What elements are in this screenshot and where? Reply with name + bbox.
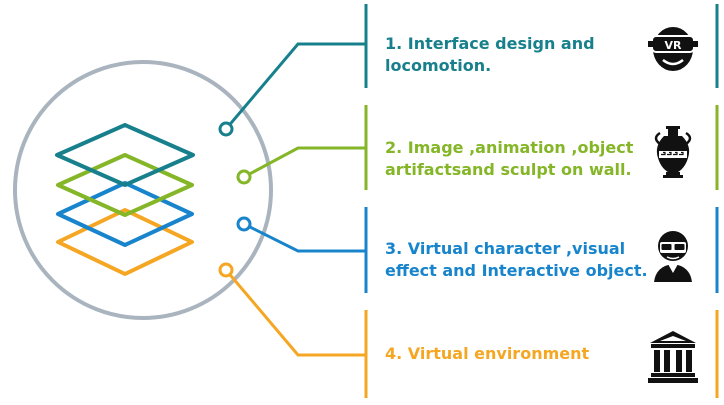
layers-circle (13, 60, 273, 320)
item-1-line2: locomotion. (385, 56, 492, 75)
item-4-line1: 4. Virtual environment (385, 344, 590, 363)
item-3-line2: effect and Interactive object. (385, 261, 648, 280)
vr-headset-icon: VR (646, 20, 700, 76)
item-1-line1: 1. Interface design and (385, 34, 595, 53)
item-2-line2: artifactsand sculpt on wall. (385, 160, 632, 179)
item-1-text: 1. Interface design and locomotion. (385, 33, 645, 77)
masked-character-icon (646, 226, 700, 282)
connector-3 (243, 222, 366, 253)
item-3-text: 3. Virtual character ,visual effect and … (385, 238, 648, 282)
connector-4 (224, 269, 366, 357)
greek-vase-icon (646, 124, 700, 180)
layer-teal (55, 123, 195, 187)
node-4 (218, 262, 234, 278)
vr-label: VR (665, 39, 683, 52)
connector-2 (243, 146, 366, 179)
layer-blue (56, 181, 194, 247)
layer-green (56, 153, 194, 217)
item-2-line1: 2. Image ,animation ,object (385, 138, 634, 157)
connector-1 (224, 42, 366, 130)
item-3-line1: 3. Virtual character ,visual (385, 239, 626, 258)
item-4-text: 4. Virtual environment (385, 343, 645, 365)
item-2-text: 2. Image ,animation ,object artifactsand… (385, 137, 645, 181)
museum-building-icon (646, 328, 700, 384)
node-1 (218, 121, 234, 137)
layer-orange (56, 208, 194, 276)
node-2 (236, 169, 252, 185)
node-3 (236, 216, 252, 232)
